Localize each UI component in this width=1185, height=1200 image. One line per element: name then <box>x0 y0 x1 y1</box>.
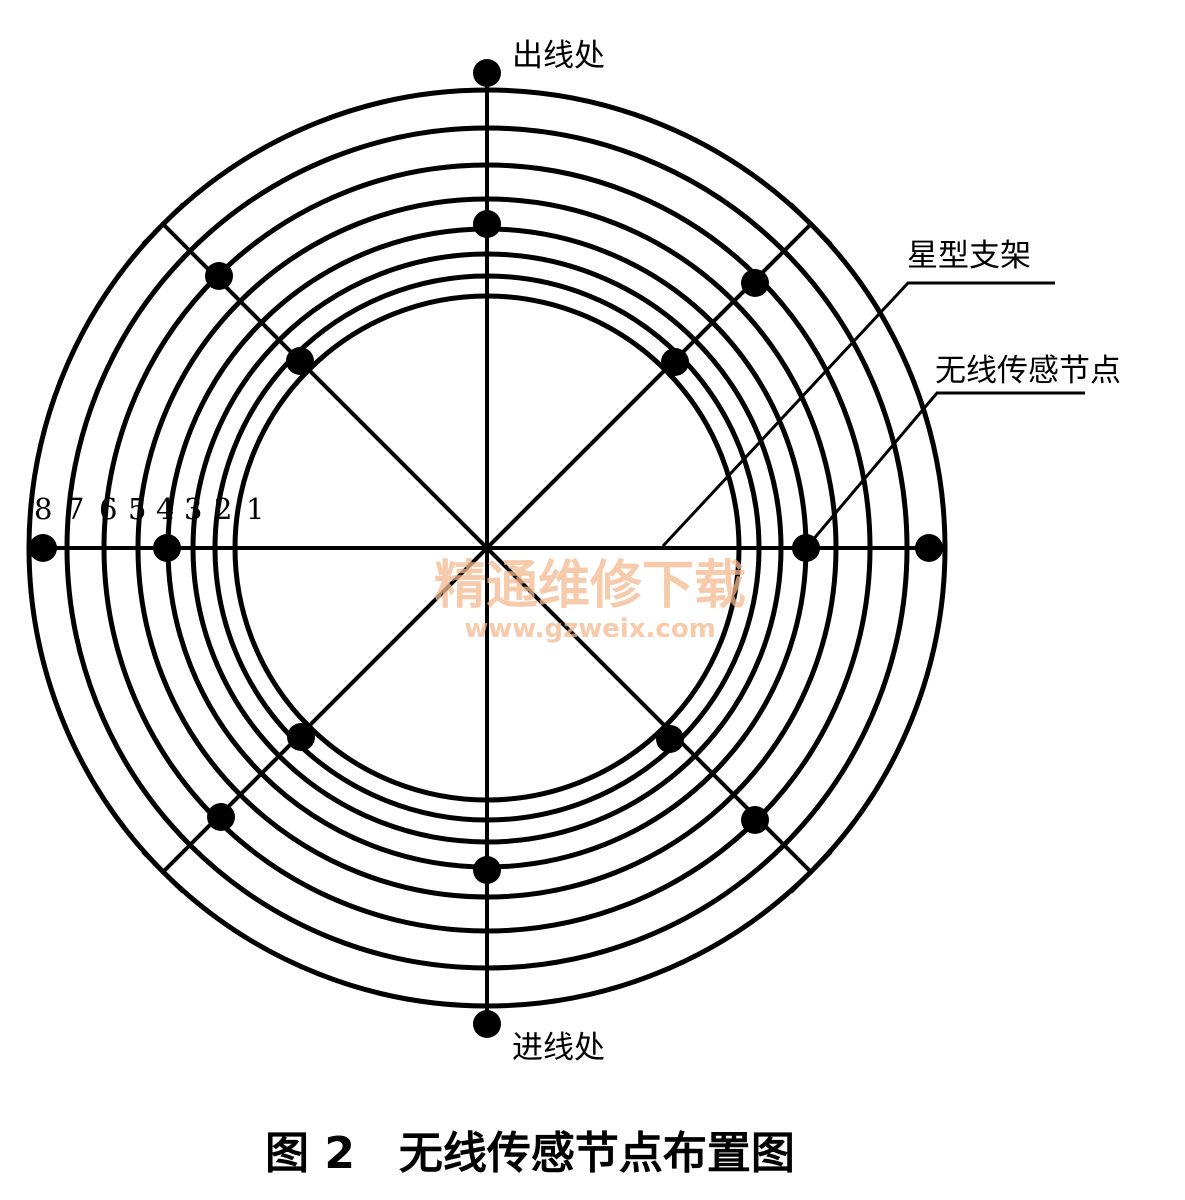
label-inlet: 进线处 <box>512 1030 605 1066</box>
sensor-node-bottom-outer <box>473 1010 501 1038</box>
ring-number-2: 2 <box>214 492 232 526</box>
spoke-end-bar-sw <box>141 850 185 894</box>
ring-number-8: 8 <box>34 492 52 526</box>
ring-number-7: 7 <box>66 492 84 526</box>
sensor-node-sw-outer <box>207 803 235 831</box>
spoke-end-bar-se <box>789 850 833 894</box>
ring-number-5: 5 <box>128 492 146 526</box>
sensor-node-top-inner <box>473 210 501 238</box>
sensor-node-nw-inner <box>286 347 314 375</box>
sensor-node-se-inner <box>656 725 684 753</box>
sensor-node-ne-outer <box>741 269 769 297</box>
ring-number-3: 3 <box>184 492 202 526</box>
spoke-end-bar-ne <box>789 202 833 246</box>
sensor-node-nw-outer <box>205 262 233 290</box>
leader-lines <box>661 281 1085 549</box>
watermark: 精通维修下载 www.gzweix.com <box>434 555 746 644</box>
sensor-node-top-outer <box>473 59 501 87</box>
sensor-node-left-outer <box>29 534 57 562</box>
sensor-node-right-outer <box>915 534 943 562</box>
leader-frame <box>661 281 1055 548</box>
label-wireless-sensor-node: 无线传感节点 <box>935 353 1121 389</box>
sensor-node-ne-inner <box>661 348 689 376</box>
label-star-frame: 星型支架 <box>907 238 1031 274</box>
spoke-end-bar-nw <box>141 202 185 246</box>
ring-number-1: 1 <box>246 492 264 526</box>
sensor-node-bottom-inner <box>473 856 501 884</box>
watermark-url: www.gzweix.com <box>464 614 716 644</box>
spoke-diagonal-nw-se <box>161 222 813 874</box>
ring-number-6: 6 <box>99 492 117 526</box>
sensor-node-sw-inner <box>287 723 315 751</box>
ring-number-4: 4 <box>156 492 174 526</box>
ring-numbers: 8 7 6 5 4 3 2 1 <box>34 492 264 526</box>
figure-caption: 图 2 无线传感节点布置图 <box>265 1128 795 1179</box>
leader-sensor <box>804 391 1085 549</box>
sensor-node-se-outer <box>741 806 769 834</box>
sensor-node-left-inner <box>153 534 181 562</box>
watermark-chinese: 精通维修下载 <box>434 555 746 616</box>
label-outlet: 出线处 <box>512 38 605 74</box>
